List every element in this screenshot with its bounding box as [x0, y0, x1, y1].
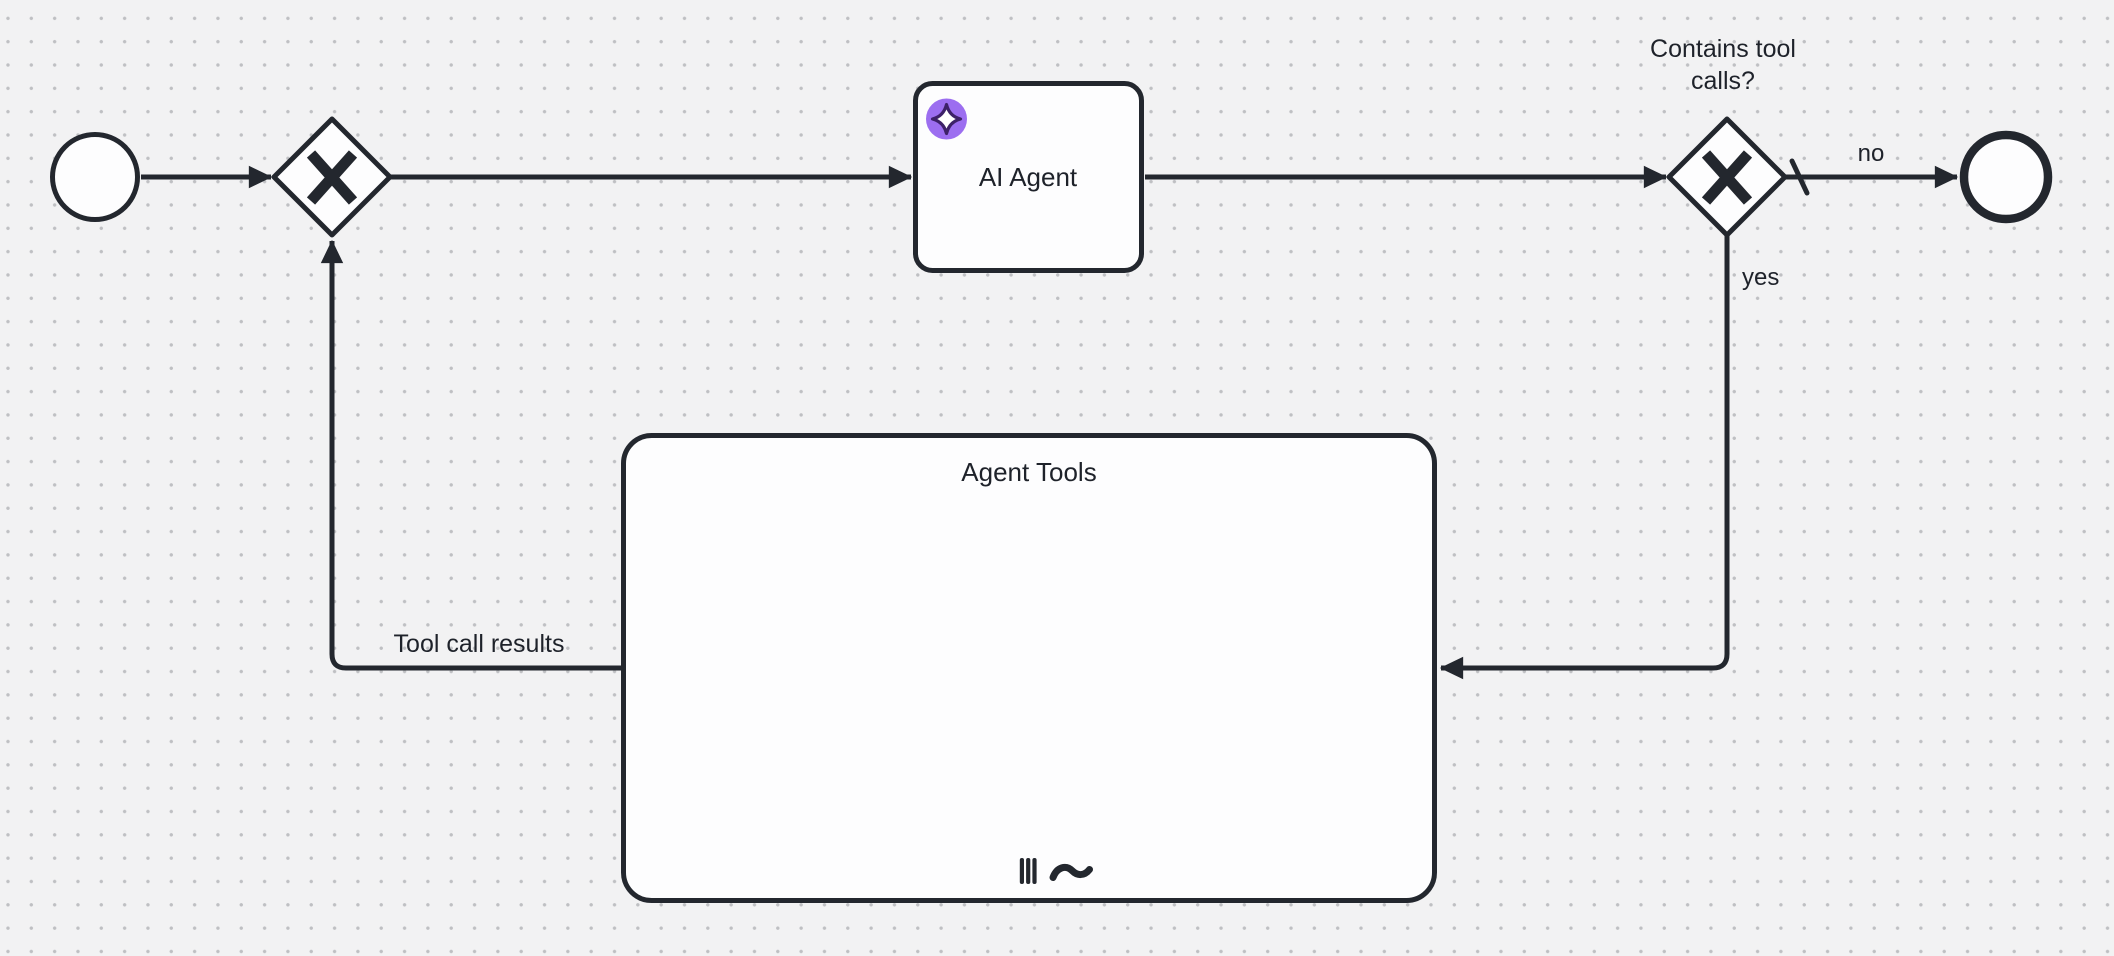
entry-exclusive-gateway[interactable]: [271, 116, 393, 238]
start-event[interactable]: [50, 132, 140, 222]
agent-tools-subprocess-label: Agent Tools: [961, 457, 1096, 487]
flow-tool-results-to-entry-gateway[interactable]: [320, 239, 622, 671]
no-flow-label[interactable]: no: [1858, 140, 1885, 167]
multi-instance-parallel-icon: [1019, 858, 1037, 884]
flow-no-to-end-event[interactable]: [1786, 158, 1959, 196]
exclusive-gateway-x-icon: [1701, 150, 1753, 205]
flow-yes-to-agent-tools[interactable]: [1439, 236, 1730, 680]
ai-agent-task[interactable]: AI Agent: [913, 81, 1144, 273]
ad-hoc-tilde-icon: [1049, 863, 1093, 881]
decision-gateway-label-line2: calls?: [1691, 67, 1755, 95]
tool-results-flow-label[interactable]: Tool call results: [394, 630, 565, 658]
exclusive-gateway-x-icon: [306, 150, 358, 205]
decision-exclusive-gateway[interactable]: [1666, 116, 1788, 238]
yes-flow-label[interactable]: yes: [1742, 264, 1779, 291]
decision-gateway-label-line1: Contains tool: [1650, 35, 1796, 63]
default-flow-slash-marker: [1789, 158, 1810, 196]
agent-tools-subprocess[interactable]: Agent Tools: [621, 433, 1437, 903]
ai-sparkle-icon: [926, 98, 967, 140]
end-event[interactable]: [1959, 130, 2053, 224]
decision-gateway-label[interactable]: Contains tool calls?: [1650, 35, 1796, 95]
ai-agent-task-label: AI Agent: [979, 162, 1078, 192]
